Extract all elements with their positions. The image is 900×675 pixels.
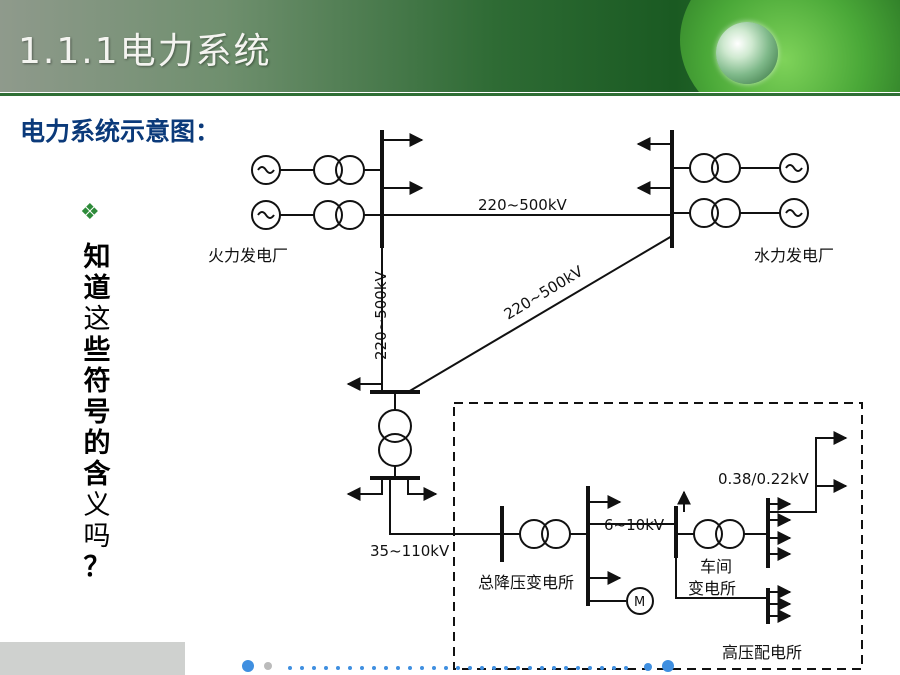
label-motor: M xyxy=(634,595,645,610)
workshop-transformer xyxy=(693,519,745,549)
thermal-transformer-1 xyxy=(313,155,365,185)
hydro-transformer-2 xyxy=(689,198,741,228)
slide-subtitle: 电力系统示意图： xyxy=(20,117,221,146)
label-workshop-1: 车间 xyxy=(700,557,732,576)
vertical-char: 含 xyxy=(83,459,111,490)
vertical-char: 义 xyxy=(83,490,111,521)
label-thermal-plant: 火力发电厂 xyxy=(208,246,288,265)
label-workshop-2: 变电所 xyxy=(688,579,736,598)
label-line-diagonal: 220~500kV xyxy=(501,262,587,324)
header-banner: 1.1.1电力系统 xyxy=(0,0,900,92)
label-038kv: 0.38/0.22kV xyxy=(718,470,810,488)
label-6-10kv: 6~10kV xyxy=(604,516,665,534)
label-hv-distribution: 高压配电所 xyxy=(722,643,802,662)
hydro-transformer-1 xyxy=(689,153,741,183)
hydro-generator-2 xyxy=(779,198,809,228)
vertical-char: 知 xyxy=(83,242,111,273)
label-main-substation: 总降压变电所 xyxy=(478,573,574,592)
vertical-char: 号 xyxy=(83,397,111,428)
main-transformer xyxy=(378,409,412,467)
vertical-char: 些 xyxy=(83,335,111,366)
vertical-char: 的 xyxy=(83,428,111,459)
vertical-question-text: 知道这些符号的含义吗？ xyxy=(80,242,114,583)
slide-title: 1.1.1电力系统 xyxy=(18,31,272,72)
hydro-generator-1 xyxy=(779,153,809,183)
thermal-generator-2 xyxy=(251,200,281,230)
vertical-char: 道 xyxy=(83,273,111,304)
footer-bar xyxy=(0,642,185,675)
thermal-transformer-2 xyxy=(313,200,365,230)
vertical-char: 吗 xyxy=(83,521,111,552)
vertical-char: ？ xyxy=(83,552,111,583)
thermal-generator-1 xyxy=(251,155,281,185)
label-line-top: 220~500kV xyxy=(478,196,568,214)
water-drop-graphic xyxy=(716,22,778,84)
motor xyxy=(626,587,654,615)
label-line-vertical: 220~500kV xyxy=(372,270,390,360)
label-hydro-plant: 水力发电厂 xyxy=(754,246,834,265)
label-35-110kv: 35~110kV xyxy=(370,542,450,560)
line-diagonal xyxy=(407,235,673,393)
header-rule xyxy=(0,93,900,96)
vertical-char: 这 xyxy=(83,304,111,335)
decorative-footer-dots xyxy=(242,660,674,672)
leaf-graphic xyxy=(680,0,900,92)
power-system-diagram: 火力发电厂 水力发电厂 220~500kV 220~500kV 220~500k… xyxy=(208,130,863,670)
vertical-char: 符 xyxy=(83,366,111,397)
plant-boundary xyxy=(453,402,863,670)
step-down-transformer xyxy=(519,519,571,549)
bullet-icon: ❖ xyxy=(80,200,100,225)
